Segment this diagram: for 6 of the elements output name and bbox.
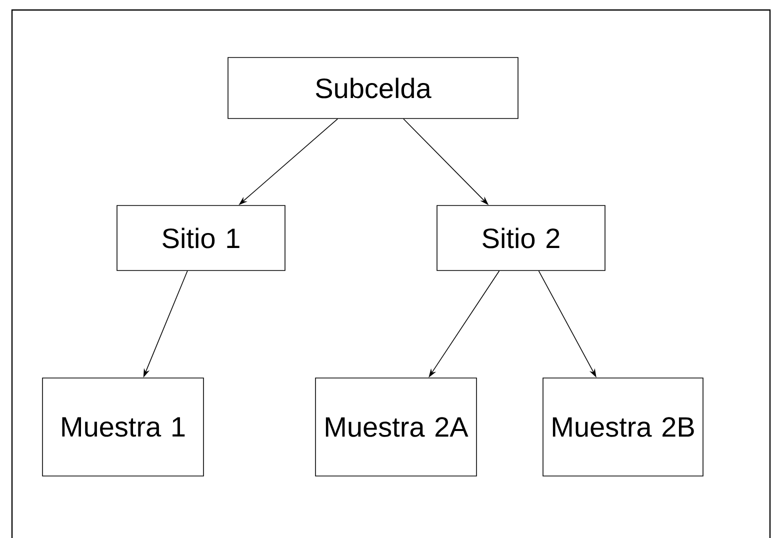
box: Muestra 1 [42, 378, 204, 476]
box: Sitio 2 [436, 205, 606, 271]
box: Subcelda [228, 57, 518, 119]
box: Muestra 2B [542, 378, 704, 476]
box: Muestra 2A [315, 378, 477, 476]
box: Sitio 1 [116, 205, 286, 271]
